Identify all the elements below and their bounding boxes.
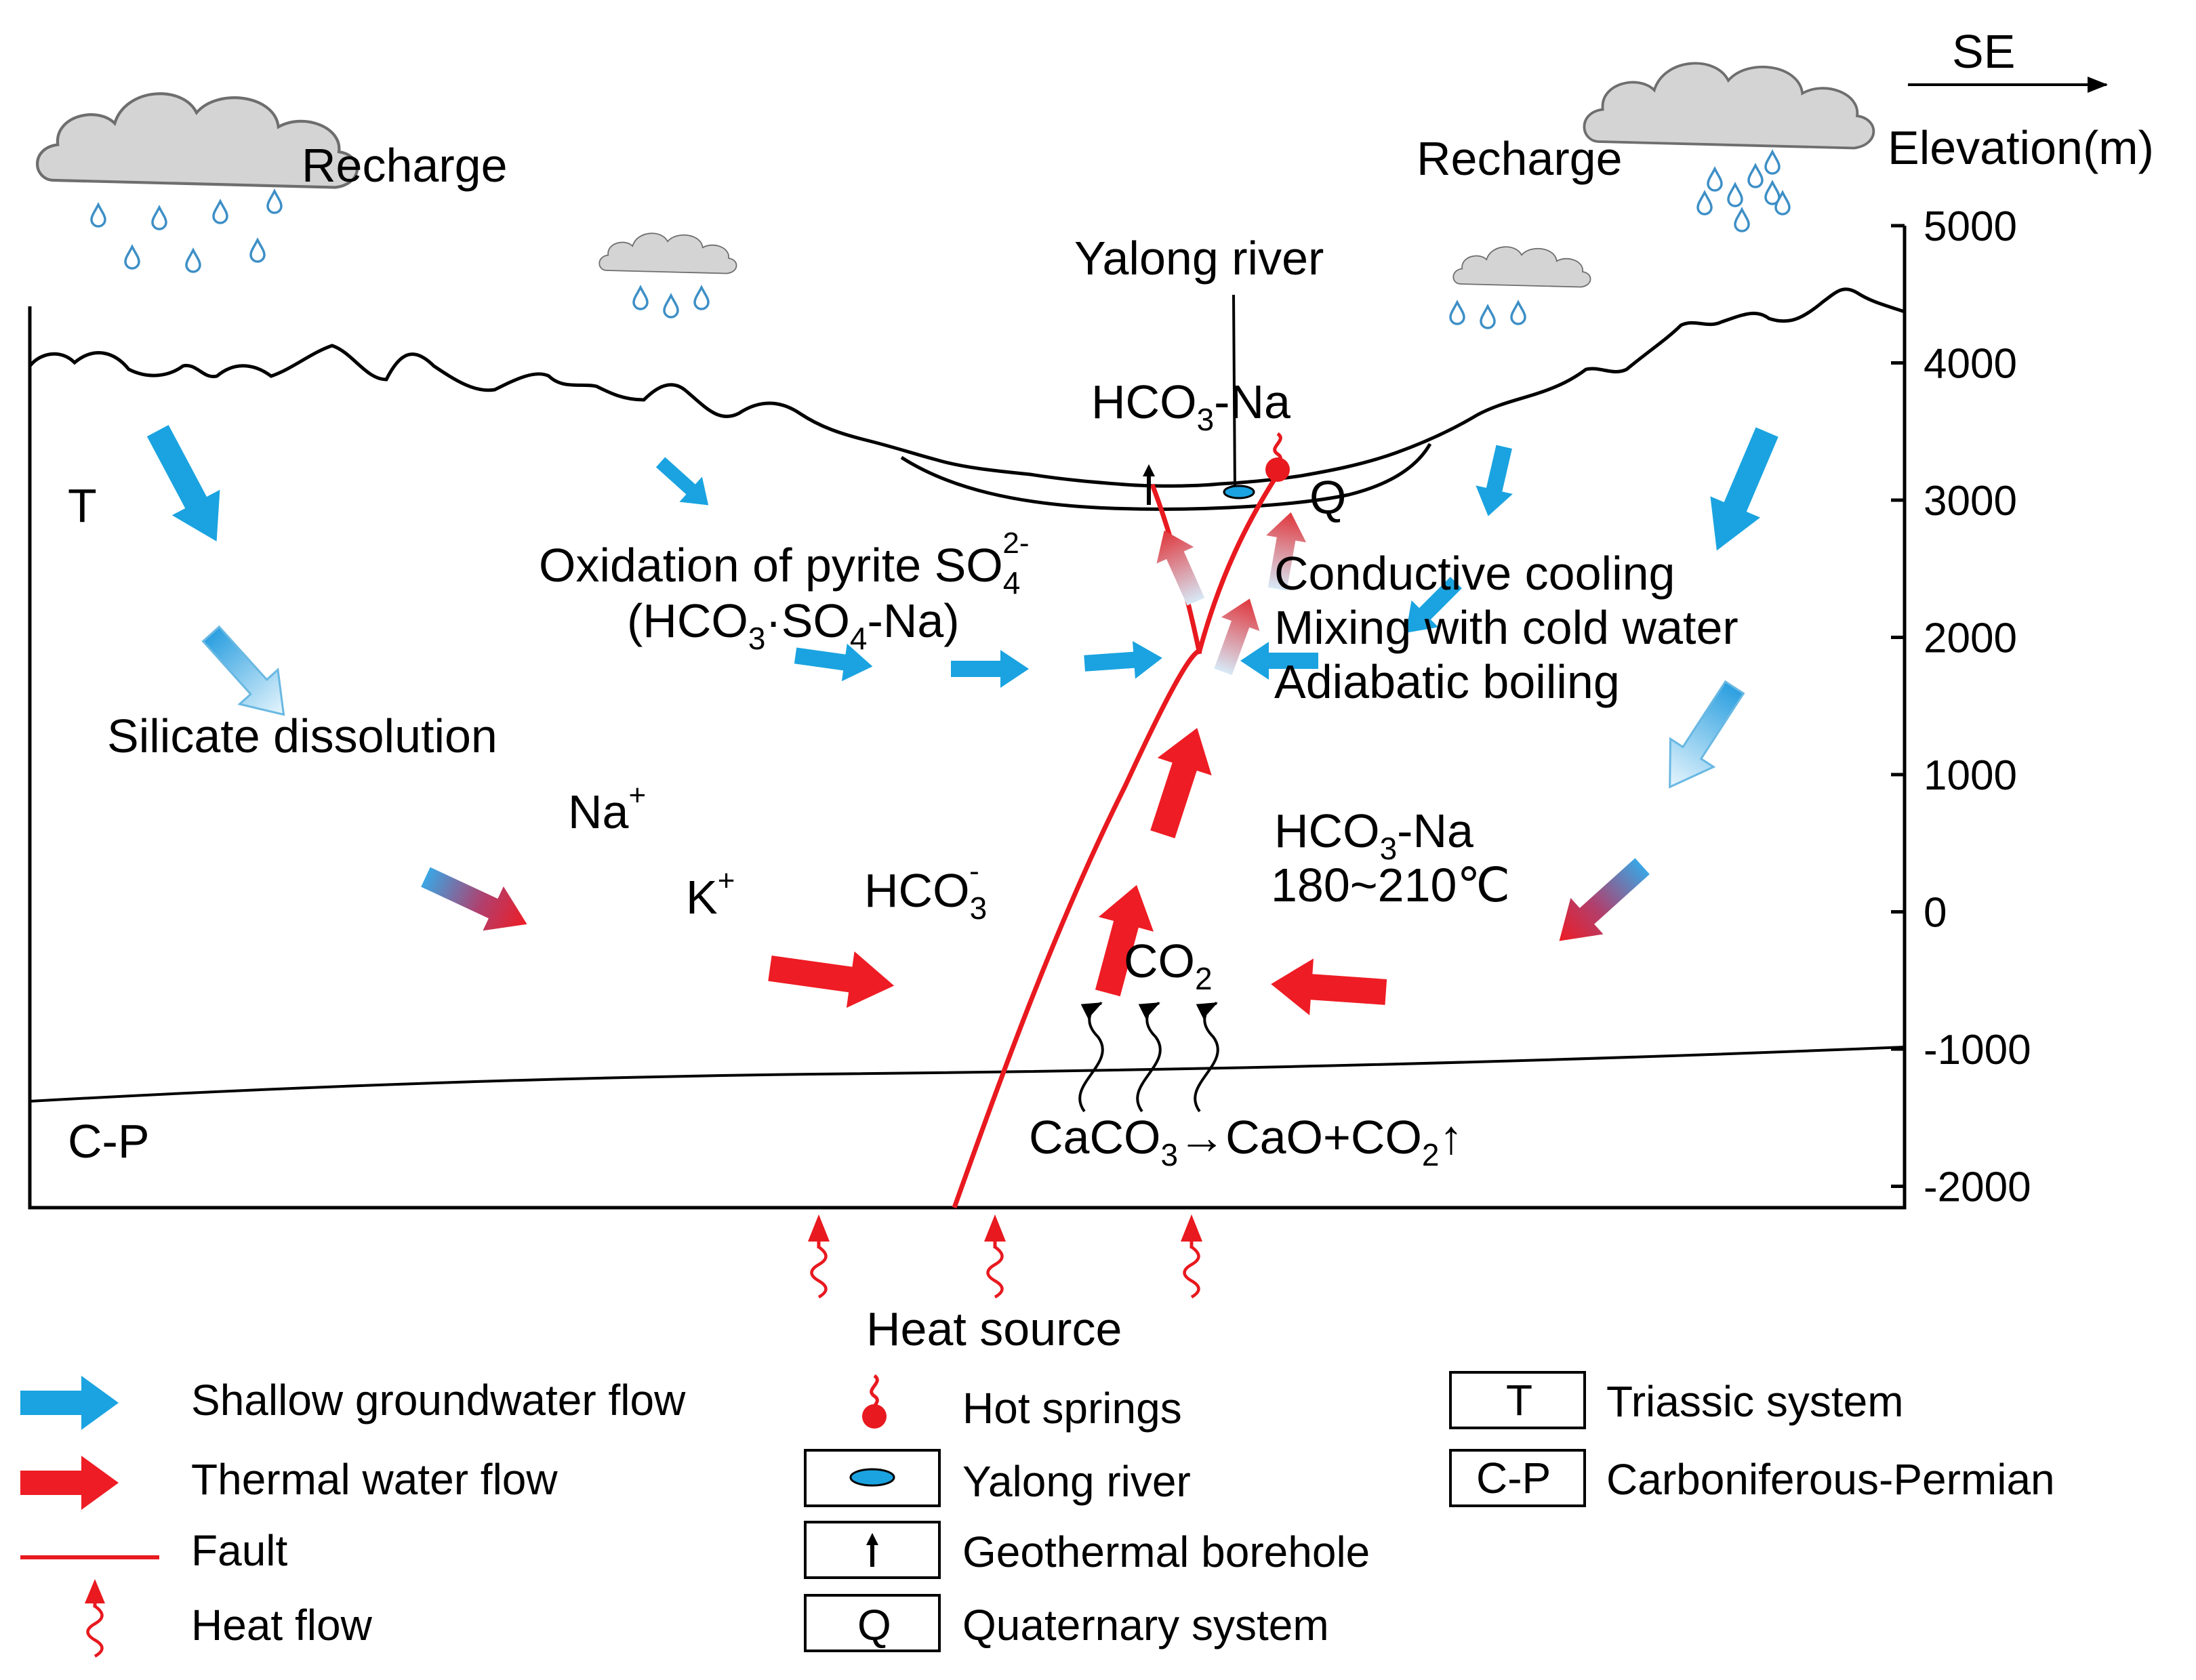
elevation-tick-label: 5000 xyxy=(1924,203,2017,250)
thermal-flow-arrow xyxy=(1266,512,1307,591)
warming-flow-arrows xyxy=(421,512,1650,941)
thermal-flow-arrow xyxy=(1156,530,1205,606)
recharge-label-right: Recharge xyxy=(1417,132,1623,185)
heat-flow-icon xyxy=(808,1214,830,1297)
cross-section xyxy=(28,226,1907,1210)
hot-springs-legend-icon xyxy=(862,1374,887,1429)
elevation-tick-label: 0 xyxy=(1924,890,1947,937)
thermal-flow-arrow xyxy=(1150,728,1212,838)
shallow-flow-arrow xyxy=(1240,642,1318,680)
elevation-tick-label: 4000 xyxy=(1924,341,2017,388)
quaternary-q-label: Q xyxy=(1309,471,1346,524)
sodium-ion-label: Na+ xyxy=(568,779,646,838)
shallow-flow-arrow xyxy=(951,650,1029,688)
potassium-ion-label: K+ xyxy=(686,864,735,924)
shallow-flow-arrow xyxy=(1669,680,1745,789)
geothermal-borehole-legend-icon xyxy=(866,1533,878,1567)
thermal-flow-arrow xyxy=(421,867,527,931)
elevation-tick-label: 1000 xyxy=(1924,752,2017,799)
shallow-flow-legend-icon xyxy=(20,1376,119,1430)
triassic-legend-box-label: T xyxy=(1506,1376,1532,1425)
quaternary-legend-box-label: Q xyxy=(857,1601,891,1650)
shallow-flow-arrow xyxy=(794,643,873,682)
hydrochemical-type-label-reservoir: HCO3-Na xyxy=(1274,804,1473,866)
legend-carboniferous-label: Carboniferous-Permian xyxy=(1606,1455,2055,1504)
oxidation-label: Oxidation of pyrite SO42- xyxy=(539,527,1029,600)
section-markers xyxy=(1143,294,1290,505)
direction-indicator: SE xyxy=(1908,25,2108,93)
hot-spring-icon xyxy=(1265,432,1290,482)
shallow-flow-arrow xyxy=(201,625,285,716)
yalong-river-legend-icon xyxy=(849,1468,895,1487)
co2-label: CO2 xyxy=(1124,935,1213,996)
legend-hot-springs-label: Hot springs xyxy=(962,1384,1182,1433)
heat-source-label: Heat source xyxy=(866,1303,1122,1355)
formation-boundary-line xyxy=(29,1046,1905,1103)
hydrochemical-type-label-mid: (HCO3·SO4-Na) xyxy=(627,594,960,656)
shallow-flow-arrow xyxy=(1710,427,1778,551)
direction-label: SE xyxy=(1952,25,2015,78)
hydrochemical-type-label-top: HCO3-Na xyxy=(1091,375,1290,437)
elevation-tick-label: -2000 xyxy=(1924,1164,2031,1211)
legend-shallow-label: Shallow groundwater flow xyxy=(191,1376,686,1425)
quaternary-legend-box xyxy=(804,1594,941,1652)
thermal-flow-arrows xyxy=(768,728,1387,1016)
legend-thermal-label: Thermal water flow xyxy=(191,1455,558,1504)
legend-borehole-label: Geothermal borehole xyxy=(962,1528,1370,1576)
reservoir-temperature-label: 180~210℃ xyxy=(1271,859,1510,911)
yalong-river-icon xyxy=(1223,485,1255,499)
heat-flow-arrows xyxy=(808,1214,1202,1297)
legend-heat-flow-label: Heat flow xyxy=(191,1601,373,1650)
adiabatic-boiling-label: Adiabatic boiling xyxy=(1274,655,1620,708)
shallow-flow-arrows xyxy=(146,425,1778,688)
carboniferous-legend-box xyxy=(1449,1449,1586,1507)
rain-cloud-icon xyxy=(1583,62,1875,232)
yalong-river-label: Yalong river xyxy=(1074,232,1324,285)
thermal-flow-arrow xyxy=(1271,958,1387,1016)
thermal-flow-legend-icon xyxy=(20,1456,119,1510)
elevation-axis-title: Elevation(m) xyxy=(1888,121,2154,174)
shallow-flow-arrow xyxy=(146,425,220,541)
ground-surface-line xyxy=(28,287,1905,488)
legend-fault-label: Fault xyxy=(191,1526,288,1575)
elevation-tick-label: 2000 xyxy=(1924,615,2017,662)
rain-cloud-icon xyxy=(1449,246,1591,329)
rain-cloud-icon xyxy=(598,232,737,319)
elevation-tick-label: 3000 xyxy=(1924,478,2017,525)
bicarbonate-ion-label: HCO3- xyxy=(864,855,987,926)
yalong-river-legend-box xyxy=(804,1449,941,1507)
thermal-flow-arrow xyxy=(1214,598,1260,676)
geothermal-borehole-icon xyxy=(1143,464,1155,505)
shallow-flow-arrow xyxy=(1476,445,1513,516)
heat-flow-icon xyxy=(984,1214,1006,1297)
thermal-flow-arrow xyxy=(1095,884,1154,997)
mixing-flow-arrows xyxy=(201,625,1745,789)
quaternary-lens xyxy=(900,443,1432,511)
thermal-flow-arrow xyxy=(768,951,895,1008)
conductive-cooling-label: Conductive cooling xyxy=(1274,547,1675,600)
elevation-tick-label: -1000 xyxy=(1924,1027,2031,1073)
silicate-dissolution-label: Silicate dissolution xyxy=(107,710,497,762)
calcite-decomposition-label: CaCO3→CaO+CO2↑ xyxy=(1029,1111,1463,1172)
legend: Shallow groundwater flow Thermal water f… xyxy=(20,1371,2055,1656)
heat-flow-icon xyxy=(1181,1214,1202,1297)
legend-quaternary-label: Quaternary system xyxy=(962,1601,1329,1650)
mixing-label: Mixing with cold water xyxy=(1274,601,1738,654)
section-labels: Recharge Recharge Yalong river HCO3-Na Q… xyxy=(68,132,1738,1355)
shallow-flow-arrow xyxy=(655,457,709,506)
recharge-label-left: Recharge xyxy=(302,139,508,192)
co2-release-arrows xyxy=(1078,1002,1219,1113)
legend-yalong-river-label: Yalong river xyxy=(962,1457,1191,1506)
triassic-t-label: T xyxy=(68,479,97,532)
elevation-ticks: 5000 4000 3000 2000 1000 0 -1000 -2000 xyxy=(1891,203,2031,1211)
triassic-legend-box xyxy=(1449,1371,1586,1429)
legend-triassic-label: Triassic system xyxy=(1606,1377,1904,1426)
heat-flow-legend-icon xyxy=(85,1579,105,1656)
shallow-flow-arrow xyxy=(1406,577,1462,633)
carboniferous-legend-box-label: C-P xyxy=(1476,1454,1551,1502)
carboniferous-permian-label: C-P xyxy=(68,1115,150,1168)
shallow-flow-arrow xyxy=(1084,640,1162,679)
thermal-flow-arrow xyxy=(1559,858,1650,941)
